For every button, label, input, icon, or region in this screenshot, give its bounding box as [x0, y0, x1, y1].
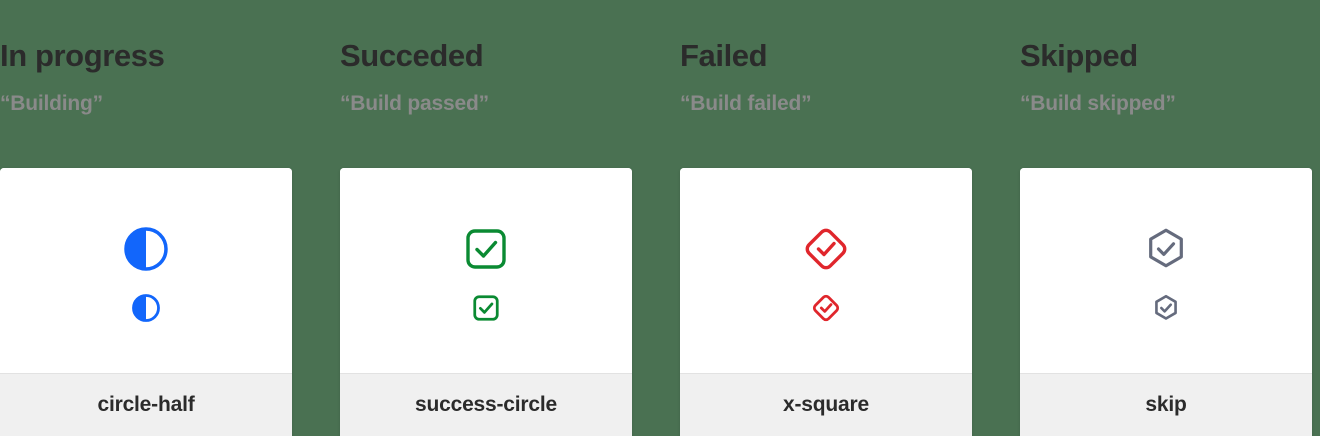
status-column-succeeded: Succeded “Build passed” [340, 0, 680, 436]
success-circle-icon-small [471, 293, 501, 323]
icon-card[interactable]: success-circle [340, 168, 632, 436]
icon-name-label: circle-half [97, 393, 195, 416]
page-title: Succeded [340, 38, 484, 73]
x-square-icon [802, 225, 850, 273]
success-circle-icon [462, 225, 510, 273]
status-subtitle: “Build skipped” [1020, 92, 1176, 115]
icon-name-label: success-circle [415, 393, 557, 416]
page-title: Failed [680, 38, 768, 73]
icon-card-body [0, 168, 292, 373]
skip-icon [1142, 225, 1190, 273]
icon-card[interactable]: x-square [680, 168, 972, 436]
circle-half-icon [122, 225, 170, 273]
status-subtitle: “Build passed” [340, 92, 489, 115]
status-column-failed: Failed “Build failed” [680, 0, 1020, 436]
icon-card[interactable]: skip [1020, 168, 1312, 436]
x-square-icon-small [811, 293, 841, 323]
icon-card-body [340, 168, 632, 373]
icon-card-footer: success-circle [340, 373, 632, 436]
status-subtitle: “Build failed” [680, 92, 812, 115]
page-title: Skipped [1020, 38, 1138, 73]
status-column-in-progress: In progress “Building” [0, 0, 340, 436]
circle-half-icon-small [131, 293, 161, 323]
icon-card[interactable]: circle-half [0, 168, 292, 436]
icon-name-label: x-square [783, 393, 869, 416]
page-title: In progress [0, 38, 165, 73]
icon-card-footer: circle-half [0, 373, 292, 436]
icon-card-body [680, 168, 972, 373]
icon-card-footer: x-square [680, 373, 972, 436]
status-subtitle: “Building” [0, 92, 103, 115]
skip-icon-small [1151, 293, 1181, 323]
icon-name-label: skip [1145, 393, 1187, 416]
icon-card-footer: skip [1020, 373, 1312, 436]
icon-card-body [1020, 168, 1312, 373]
status-column-skipped: Skipped “Build skipped” [1020, 0, 1320, 436]
